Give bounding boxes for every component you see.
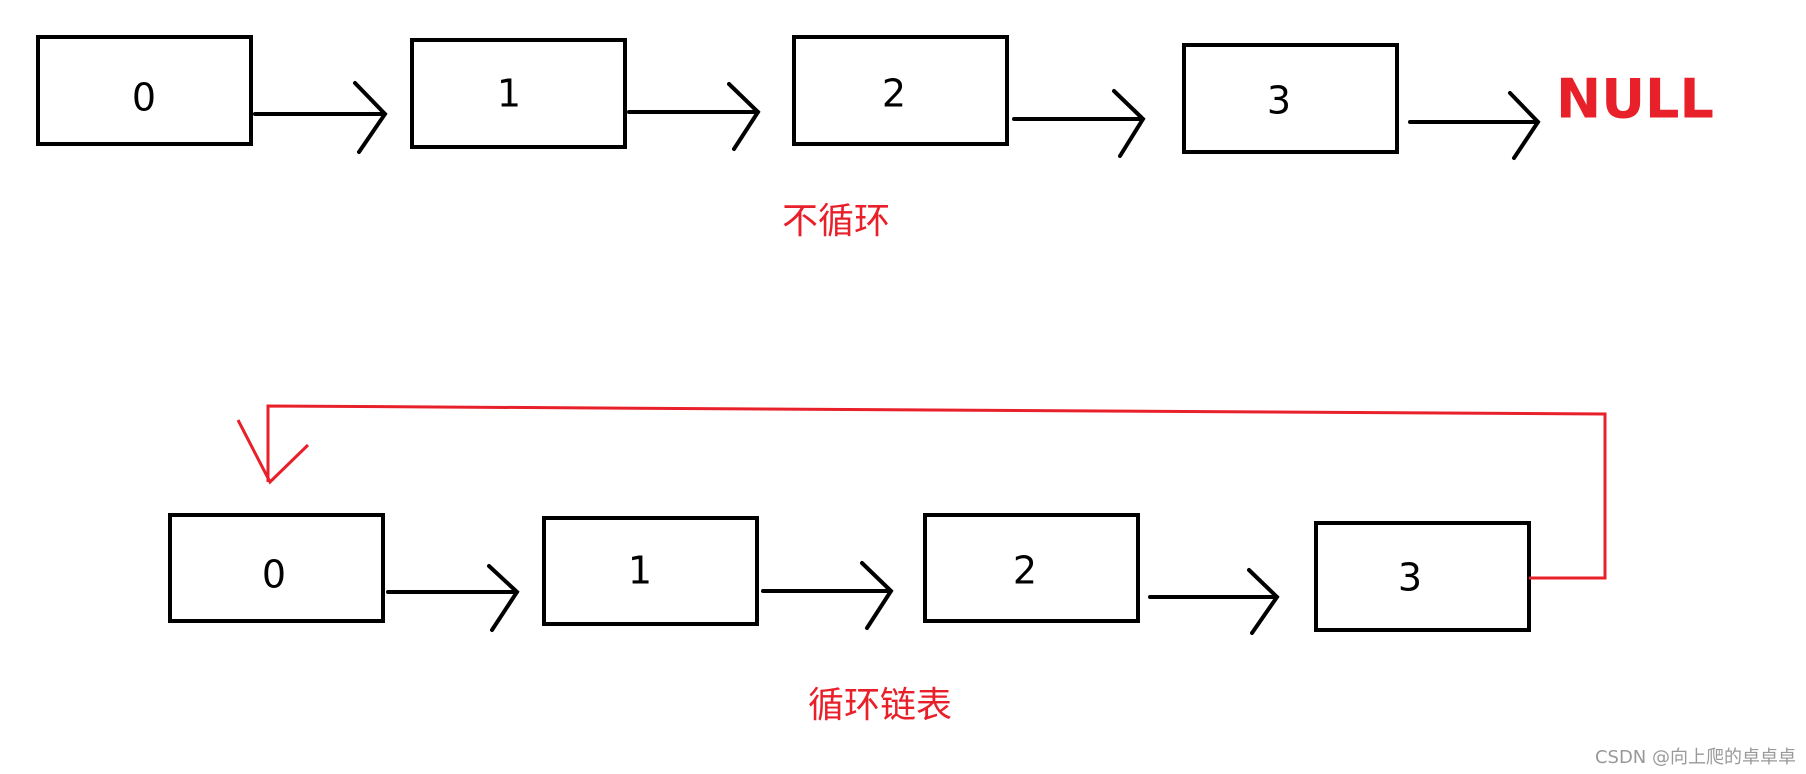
circular-node-1-box [542,516,759,626]
circular-list-caption: 循环链表 [808,685,952,726]
linear-arrow-3-null [1408,91,1541,160]
linear-node-1-box [410,38,627,149]
linear-node-0-box [36,35,253,146]
linear-list: 0 1 2 3 NULL 不循环 [36,35,1714,242]
loop-back-arrowhead [236,419,310,485]
circular-node-0-box [168,513,385,623]
null-terminator-label: NULL [1556,68,1714,131]
linear-node-3-box [1182,43,1399,154]
circular-node-1-label: 1 [628,549,652,593]
circular-node-3-box [1314,521,1531,632]
circular-node-0: 0 [168,513,385,623]
circular-arrow-1-2 [761,561,894,630]
linear-arrow-0-1 [253,81,388,154]
circular-arrow-2-3 [1148,568,1280,635]
linear-arrow-1-2 [627,82,761,151]
circular-list: 0 1 2 3 循环链表 [168,404,1607,726]
circular-arrow-0-1 [386,564,520,632]
linear-arrow-2-3 [1012,89,1146,158]
linear-node-1-label: 1 [497,72,521,116]
linear-node-2-label: 2 [882,72,906,116]
circular-node-2-box [923,513,1140,623]
linear-node-0-label: 0 [132,76,156,120]
linear-node-2-box [792,35,1009,146]
linear-node-1: 1 [410,38,627,149]
circular-node-3: 3 [1314,521,1531,632]
circular-node-0-label: 0 [262,553,286,597]
linear-node-0: 0 [36,35,253,146]
circular-node-1: 1 [542,516,759,626]
loop-back-line [266,404,1607,580]
linear-node-3-label: 3 [1267,79,1291,123]
linear-node-2: 2 [792,35,1009,146]
circular-node-2-label: 2 [1013,549,1037,593]
circular-node-2: 2 [923,513,1140,623]
linear-node-3: 3 [1182,43,1399,154]
linear-list-caption: 不循环 [782,201,890,242]
watermark-text: CSDN @向上爬的卓卓卓 [1595,747,1796,768]
circular-node-3-label: 3 [1398,556,1422,600]
